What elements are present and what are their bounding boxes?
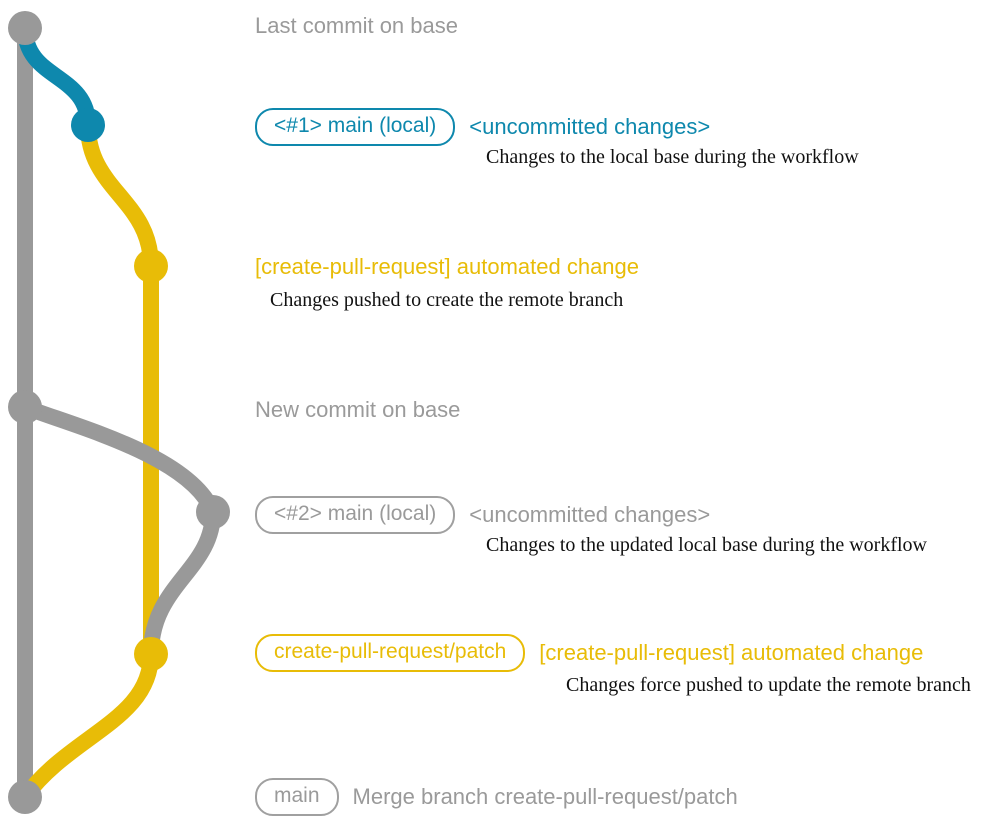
subtext-automated-change-1: Changes pushed to create the remote bran… xyxy=(270,289,624,311)
commit-node-remote-2[interactable] xyxy=(134,637,168,671)
row-merge-commit: main Merge branch create-pull-request/pa… xyxy=(255,778,738,816)
ref-pill-create-pull-request-patch[interactable]: create-pull-request/patch xyxy=(255,634,526,672)
headline-automated-change-2: [create-pull-request] automated change xyxy=(539,640,924,665)
subtext-local-commit-2: Changes to the updated local base during… xyxy=(486,534,927,556)
row-remote-commit-2: create-pull-request/patch [create-pull-r… xyxy=(255,634,923,672)
subtext-automated-change-2: Changes force pushed to update the remot… xyxy=(566,674,971,696)
label-new-commit-on-base: New commit on base xyxy=(255,397,461,422)
headline-uncommitted-changes-2: <uncommitted changes> xyxy=(469,502,711,527)
commit-node-local-2[interactable] xyxy=(196,495,230,529)
commit-node-merge[interactable] xyxy=(8,780,42,814)
subtext-local-commit-1: Changes to the local base during the wor… xyxy=(486,146,859,168)
row-local-commit-1: <#1> main (local) <uncommitted changes> xyxy=(255,108,710,146)
commit-node-remote-1[interactable] xyxy=(134,249,168,283)
ref-pill-main-local-1[interactable]: <#1> main (local) xyxy=(255,108,456,146)
headline-merge-branch: Merge branch create-pull-request/patch xyxy=(352,784,738,809)
ref-pill-main[interactable]: main xyxy=(255,778,339,816)
commit-node-base-head[interactable] xyxy=(8,11,42,45)
headline-uncommitted-changes-1: <uncommitted changes> xyxy=(469,114,711,139)
ref-pill-main-local-2[interactable]: <#2> main (local) xyxy=(255,496,456,534)
commit-node-local-1[interactable] xyxy=(71,108,105,142)
row-local-commit-2: <#2> main (local) <uncommitted changes> xyxy=(255,496,710,534)
headline-automated-change-1: [create-pull-request] automated change xyxy=(255,254,640,279)
commit-node-base-new[interactable] xyxy=(8,390,42,424)
label-last-commit-on-base: Last commit on base xyxy=(255,13,458,38)
merge-line xyxy=(17,646,159,805)
